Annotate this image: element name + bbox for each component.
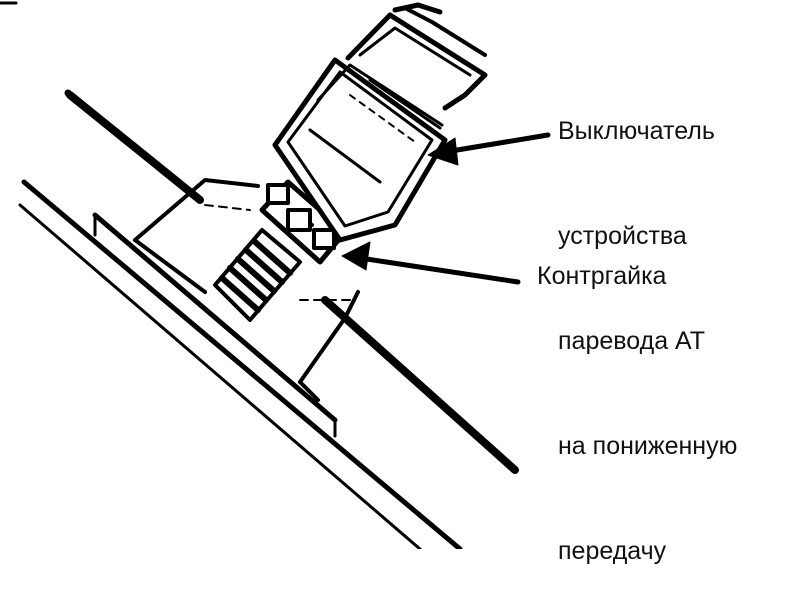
lock-nut (259, 179, 348, 265)
switch-label-line: на пониженную (558, 432, 738, 460)
switch-label-line: устройства (558, 222, 687, 250)
arrow-switch (427, 132, 551, 166)
locknut-label: Контргайка (537, 262, 667, 290)
body-panel (18, 179, 463, 549)
switch-label-line: Выключатель (558, 117, 715, 145)
threaded-stud (213, 228, 302, 322)
switch-label: Выключатель устройства паревода АТ на по… (558, 44, 737, 604)
arrow-locknut (341, 241, 521, 285)
switch-label-line: паревода АТ (558, 327, 706, 355)
switch-label-line: передачу (558, 537, 667, 565)
downshift-switch (272, 2, 488, 243)
mounting-bracket (133, 178, 362, 402)
switch-diagram (0, 1, 551, 549)
